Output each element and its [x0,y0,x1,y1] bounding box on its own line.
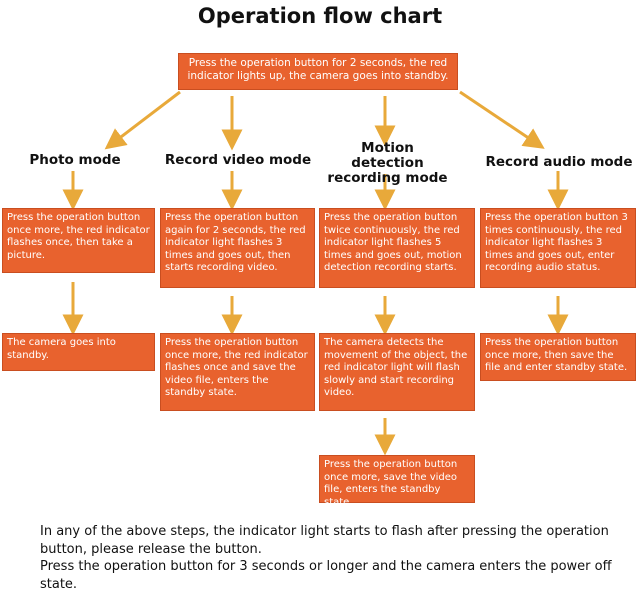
motion-step-1: Press the operation button twice continu… [319,208,475,288]
mode-label-audio: Record audio mode [485,154,633,170]
motion-step-3: Press the operation button once more, sa… [319,455,475,508]
video-step-1: Press the operation button again for 2 s… [160,208,315,288]
mode-label-photo: Photo mode [29,152,121,168]
audio-step-1: Press the operation button 3 times conti… [480,208,636,288]
audio-step-2: Press the operation button once more, th… [480,333,636,381]
arrow-start-to-audio [459,90,545,149]
mode-label-video: Record video mode [164,152,312,168]
chart-title: Operation flow chart [197,4,443,28]
start-box: Press the operation button for 2 seconds… [178,53,458,90]
photo-step-1: Press the operation button once more, th… [2,208,155,273]
arrow-start-to-photo [104,90,181,150]
note-power-off: Press the operation button for 3 seconds… [40,559,612,592]
footer-notes: In any of the above steps, the indicator… [40,523,630,593]
photo-step-2: The camera goes into standby. [2,333,155,371]
motion-step-2: The camera detects the movement of the o… [319,333,475,411]
mode-label-motion: Motion detection recording mode [327,140,448,186]
video-step-2: Press the operation button once more, th… [160,333,315,411]
note-release-button: In any of the above steps, the indicator… [40,524,609,557]
